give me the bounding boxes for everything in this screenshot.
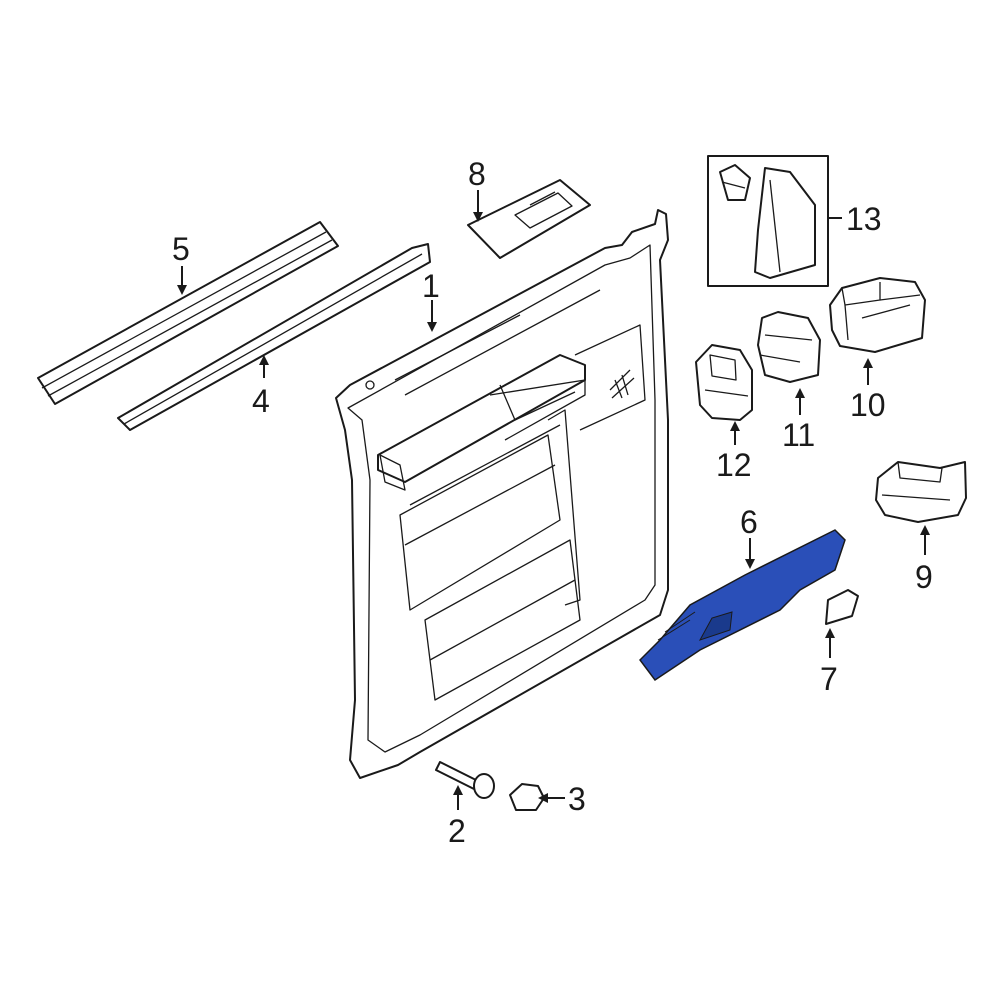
callout-2: 2 <box>448 813 466 849</box>
part-1-door-panel[interactable] <box>335 209 669 779</box>
callout-arrows <box>177 190 930 810</box>
callout-7: 7 <box>820 661 838 697</box>
callout-9: 9 <box>915 559 933 595</box>
callout-5: 5 <box>172 231 190 267</box>
part-12-switch[interactable] <box>695 344 753 421</box>
callout-12: 12 <box>716 447 752 483</box>
part-3-clip[interactable] <box>509 783 545 811</box>
callout-8: 8 <box>468 156 486 192</box>
callout-13: 13 <box>846 201 882 237</box>
part-4-weatherstrip[interactable] <box>117 243 431 431</box>
callout-3: 3 <box>568 781 586 817</box>
part-5-molding[interactable] <box>37 221 339 405</box>
part-10-switch[interactable] <box>829 277 926 353</box>
part-11-switch[interactable] <box>757 311 821 383</box>
callout-6: 6 <box>740 504 758 540</box>
part-2-screw[interactable] <box>435 761 495 799</box>
part-9-switch[interactable] <box>875 461 967 523</box>
callout-11: 11 <box>782 417 815 453</box>
part-6-armrest-trim[interactable] <box>639 529 846 682</box>
callout-1: 1 <box>422 268 440 304</box>
callout-10: 10 <box>850 387 886 423</box>
callout-4: 4 <box>252 383 270 419</box>
part-13-box[interactable] <box>707 155 829 287</box>
part-8-bezel[interactable] <box>467 179 591 259</box>
part-7-cap[interactable] <box>825 589 859 625</box>
